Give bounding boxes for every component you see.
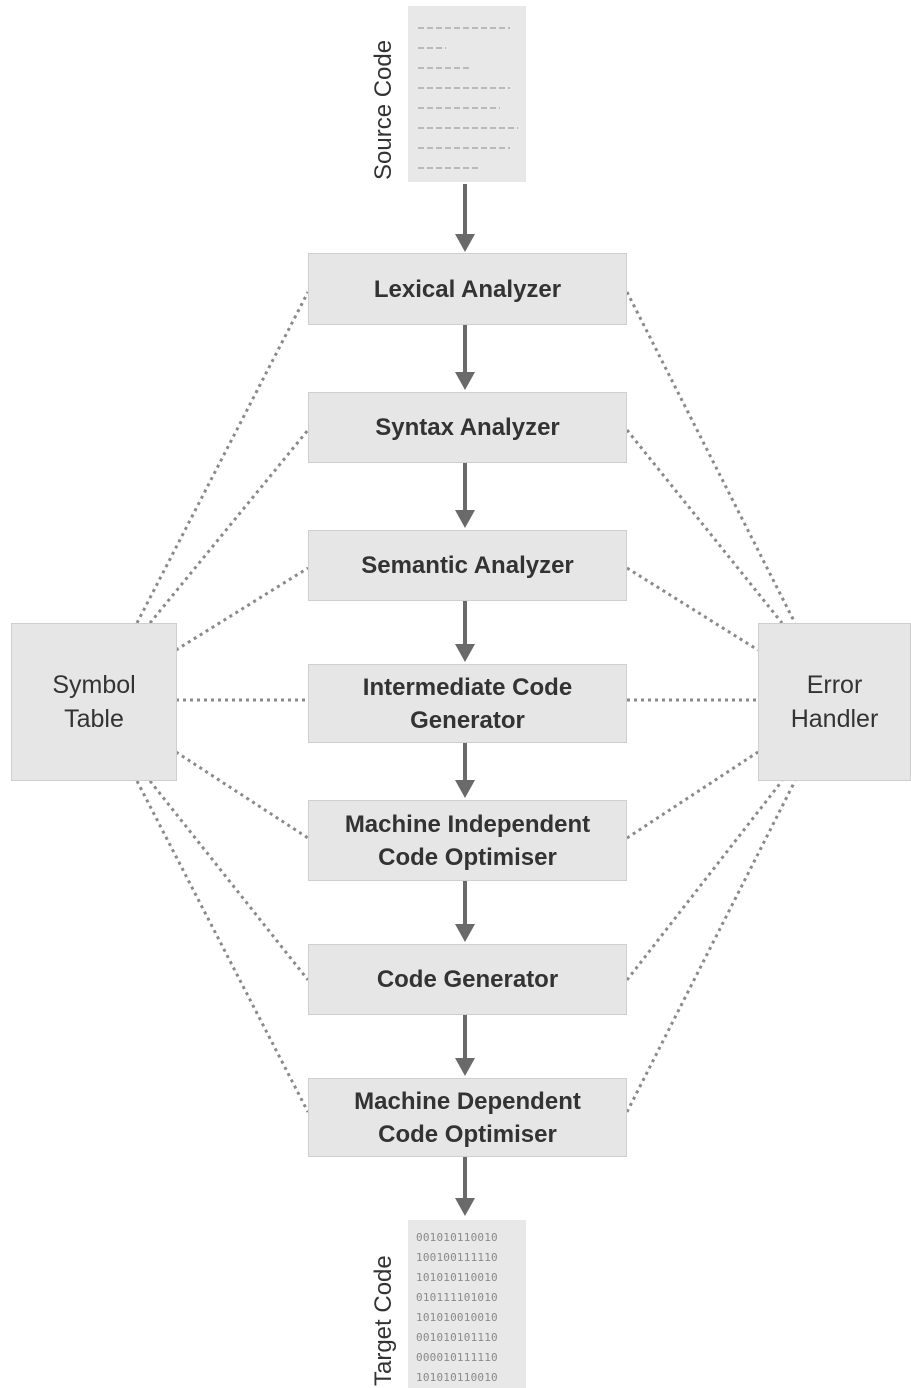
- target-code-label: Target Code: [370, 1255, 397, 1386]
- symbol-table-label-line1: Symbol: [52, 671, 136, 699]
- lexical-analyzer-label: Lexical Analyzer: [373, 275, 562, 303]
- intermediate-code-generator-label-line2: Generator: [410, 706, 525, 734]
- target-code-line: 000010111110: [416, 1351, 498, 1364]
- arrow-semantic-to-intermediate: [455, 644, 475, 662]
- link-symbol-mi-optimiser: [175, 750, 309, 840]
- symbol-table-links: [135, 291, 310, 1113]
- link-error-md-optimiser: [625, 780, 797, 1113]
- target-code-line: 001010110010: [416, 1231, 498, 1244]
- machine-dependent-optimiser-label-line2: Code Optimiser: [378, 1120, 557, 1148]
- error-handler-box: Error Handler: [758, 623, 911, 781]
- link-error-semantic: [626, 566, 759, 652]
- machine-dependent-optimiser-label-line1: Machine Dependent: [354, 1087, 581, 1115]
- link-symbol-md-optimiser: [135, 780, 310, 1113]
- machine-dependent-optimiser-box: Machine Dependent Code Optimiser: [308, 1078, 627, 1157]
- arrow-md-optimiser-to-target: [455, 1198, 475, 1216]
- link-symbol-syntax: [148, 429, 310, 624]
- machine-independent-optimiser-label-line1: Machine Independent: [344, 810, 591, 838]
- arrow-source-to-lexical: [455, 234, 475, 252]
- lexical-analyzer-box: Lexical Analyzer: [308, 253, 627, 325]
- semantic-analyzer-label: Semantic Analyzer: [361, 552, 574, 579]
- target-code-line: 101010110010: [416, 1371, 498, 1384]
- symbol-table-box: Symbol Table: [11, 623, 177, 781]
- target-code-line: 101010110010: [416, 1271, 498, 1284]
- link-error-syntax: [625, 429, 784, 624]
- error-handler-links: [625, 291, 797, 1113]
- error-handler-label-line1: Error: [806, 671, 863, 699]
- intermediate-code-generator-box: Intermediate Code Generator: [308, 664, 627, 743]
- machine-independent-optimiser-box: Machine Independent Code Optimiser: [308, 800, 627, 881]
- code-generator-label: Code Generator: [376, 966, 559, 993]
- semantic-analyzer-box: Semantic Analyzer: [308, 530, 627, 601]
- link-symbol-codegen: [148, 780, 310, 981]
- arrow-codegen-to-md-optimiser: [455, 1058, 475, 1076]
- target-code-line: 101010010010: [416, 1311, 498, 1324]
- source-code-label: Source Code: [370, 39, 397, 180]
- target-code-line: 010111101010: [416, 1291, 498, 1304]
- link-error-mi-optimiser: [626, 750, 759, 840]
- link-symbol-semantic: [175, 566, 309, 652]
- syntax-analyzer-box: Syntax Analyzer: [308, 392, 627, 463]
- code-generator-box: Code Generator: [308, 944, 627, 1015]
- link-error-lexical: [625, 291, 797, 624]
- intermediate-code-generator-label-line1: Intermediate Code: [362, 673, 573, 701]
- machine-independent-optimiser-label-line2: Code Optimiser: [378, 843, 557, 871]
- source-code-dashes: [418, 27, 518, 169]
- symbol-table-label-line2: Table: [64, 705, 124, 733]
- target-code-line: 001010101110: [416, 1331, 498, 1344]
- syntax-analyzer-label: Syntax Analyzer: [375, 414, 560, 441]
- arrow-mi-optimiser-to-codegen: [455, 924, 475, 942]
- target-code-document: 001010110010 100100111110 101010110010 0…: [408, 1220, 526, 1388]
- source-code-document: [408, 6, 526, 182]
- target-code-line: 100100111110: [416, 1251, 498, 1264]
- flow-arrows: [455, 184, 475, 1216]
- arrow-syntax-to-semantic: [455, 510, 475, 528]
- error-handler-label-line2: Handler: [790, 705, 879, 733]
- link-error-codegen: [625, 780, 784, 981]
- arrow-intermediate-to-mi-optimiser: [455, 780, 475, 798]
- link-symbol-lexical: [135, 291, 310, 624]
- arrow-lexical-to-syntax: [455, 372, 475, 390]
